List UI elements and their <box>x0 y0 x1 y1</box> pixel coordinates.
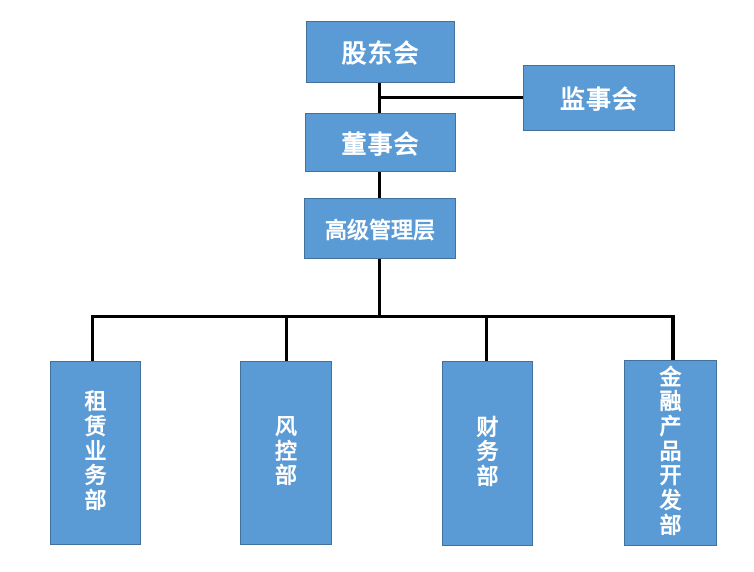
node-finance-dept: 财务部 <box>442 361 533 546</box>
node-supervisory-board-label: 监事会 <box>559 85 638 114</box>
node-board-of-directors: 董事会 <box>305 113 456 172</box>
node-senior-management-label: 高级管理层 <box>324 218 435 244</box>
node-senior-management: 高级管理层 <box>304 198 456 259</box>
node-supervisory-board: 监事会 <box>523 65 675 131</box>
connector-drop-financial-product <box>671 315 675 362</box>
node-finance-dept-label: 财务部 <box>476 415 499 490</box>
connector-drop-finance <box>485 315 488 362</box>
connector-drop-leasing <box>91 315 94 362</box>
connector-distributor-line <box>91 315 675 318</box>
node-board-of-directors-label: 董事会 <box>341 129 420 159</box>
connector-board-to-management <box>378 171 381 199</box>
node-leasing-business-dept: 租赁业务部 <box>50 361 141 545</box>
node-risk-control-dept: 风控部 <box>240 361 332 545</box>
node-financial-product-development-dept-label: 金融产品开发部 <box>659 365 682 539</box>
node-financial-product-development-dept: 金融产品开发部 <box>624 360 717 546</box>
node-risk-control-dept-label: 风控部 <box>274 415 297 490</box>
node-shareholders-meeting: 股东会 <box>306 21 455 83</box>
node-shareholders-meeting-label: 股东会 <box>341 39 420 68</box>
connector-drop-risk-control <box>285 315 288 362</box>
node-leasing-business-dept-label: 租赁业务部 <box>84 390 107 514</box>
connector-management-to-distributor <box>378 258 381 318</box>
connector-branch-to-supervisory <box>378 96 524 99</box>
